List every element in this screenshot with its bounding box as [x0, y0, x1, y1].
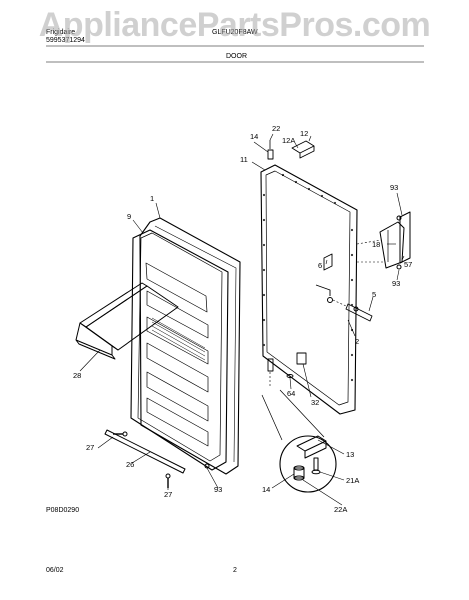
part-label-11: 11	[240, 155, 248, 164]
part-label-22: 22	[272, 124, 280, 133]
leader-lines	[79, 133, 405, 506]
part-label-27-left: 27	[86, 443, 94, 452]
screw-27-bottom	[165, 473, 171, 488]
top-hinge-bracket	[291, 140, 315, 159]
model-number: GLFU20F8AW	[212, 29, 258, 36]
screw-27-left	[113, 431, 128, 437]
bottom-trim	[104, 429, 186, 474]
part-label-12a: 12A	[282, 136, 295, 145]
part-label-57: 57	[404, 260, 412, 269]
bottom-door-parts	[267, 352, 307, 386]
part-labels: 1 9 11 12 12A 13 14 14 21A 22 22A 26 27 …	[73, 124, 412, 514]
top-hinge-bushing	[267, 140, 274, 160]
part-label-14-top: 14	[250, 132, 258, 141]
part-label-2: 2	[355, 337, 359, 346]
part-label-32: 32	[311, 398, 319, 407]
footer-date: 06/02	[46, 567, 64, 574]
part-label-22a: 22A	[334, 505, 347, 514]
publication-number: 5995371294	[46, 37, 85, 44]
part-label-12: 12	[300, 129, 308, 138]
door-shelf	[75, 282, 179, 360]
part-label-93-bottom: 93	[214, 485, 222, 494]
part-label-27-bottom: 27	[164, 490, 172, 499]
door-gasket	[139, 217, 241, 475]
watermark: AppliancePartsPros.com	[38, 6, 431, 44]
part-label-14-detail: 14	[262, 485, 270, 494]
page-number: 2	[233, 567, 237, 574]
door-liner	[130, 229, 229, 471]
part-label-93-top: 93	[390, 183, 398, 192]
part-label-18: 18	[372, 240, 380, 249]
drawing-id: P08D0290	[46, 507, 80, 514]
part-label-28: 28	[73, 371, 81, 380]
part-label-21a: 21A	[346, 476, 359, 485]
section-title: DOOR	[226, 53, 247, 60]
hinge-detail-callout	[261, 389, 337, 493]
part-label-64: 64	[287, 389, 295, 398]
outer-door-panel	[260, 164, 358, 415]
part-label-26: 26	[126, 460, 134, 469]
part-label-1: 1	[150, 194, 154, 203]
handle-assembly	[356, 211, 411, 270]
lock-assembly	[315, 253, 373, 322]
part-label-6: 6	[318, 261, 322, 270]
part-label-9: 9	[127, 212, 131, 221]
part-label-93-right: 93	[392, 279, 400, 288]
part-label-13: 13	[346, 450, 354, 459]
part-label-5: 5	[372, 290, 376, 299]
brand-label: Frigidaire	[46, 29, 76, 36]
